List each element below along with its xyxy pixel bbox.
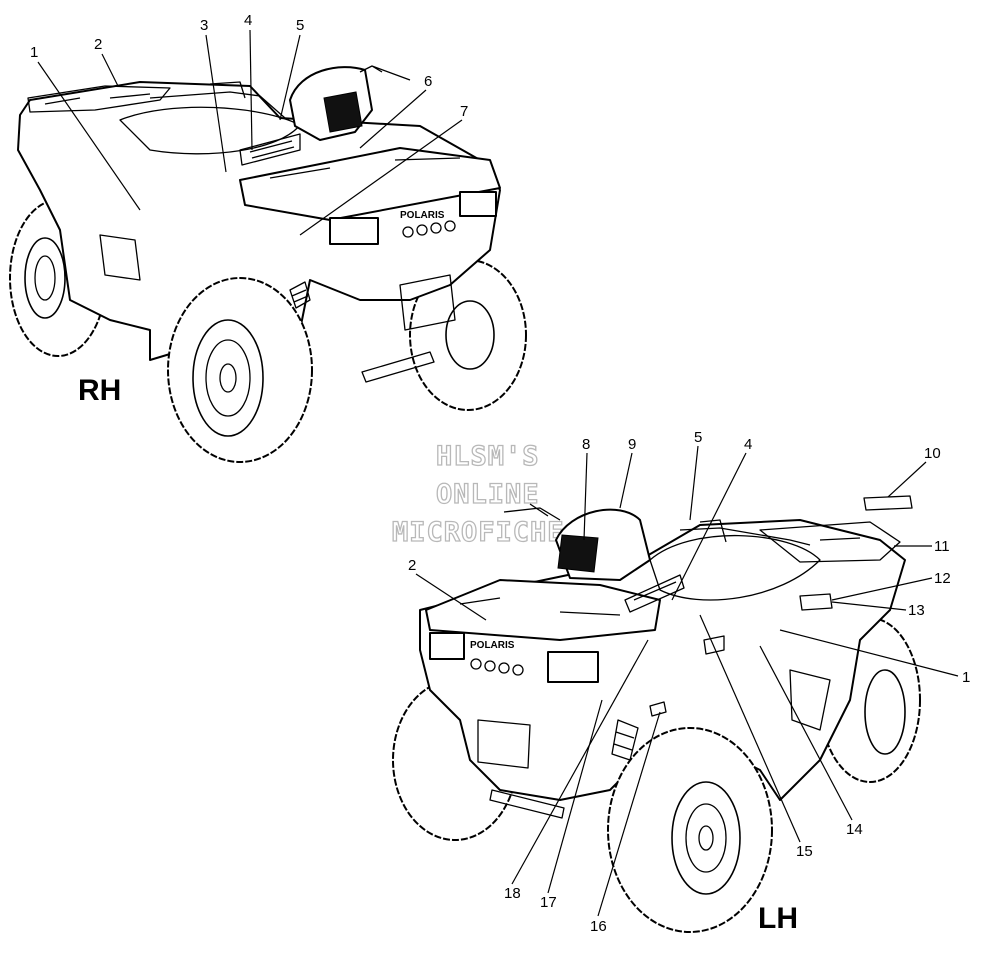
lh-callout-2: 2 [408, 557, 416, 574]
rh-view-label: RH [78, 374, 121, 407]
rh-callout-1: 1 [30, 44, 38, 61]
rh-brand-text: POLARIS [400, 210, 445, 221]
lh-vent [624, 574, 685, 613]
rh-callouts: 1 2 3 4 5 6 7 [30, 12, 468, 236]
rh-rear-right-wheel [409, 259, 527, 411]
lh-callout-9: 9 [628, 436, 636, 453]
lh-axle [489, 789, 565, 819]
lh-callout-8: 8 [582, 436, 590, 453]
lh-callout-4: 4 [744, 436, 752, 453]
watermark-line-3: MICROFICHE [392, 517, 565, 548]
rh-rear-bumper [399, 274, 456, 331]
watermark-line-2: ONLINE [436, 479, 540, 510]
lh-callout-14: 14 [846, 821, 863, 838]
rh-vent [239, 133, 301, 166]
atv-lh-illustration: POLARIS [392, 495, 921, 933]
rh-rear-rack [239, 147, 501, 221]
rh-callout-5: 5 [296, 17, 304, 34]
lh-callout-13: 13 [908, 602, 925, 619]
rh-headlight-lens [323, 91, 363, 133]
lh-callouts: 8 9 5 4 10 11 12 13 2 1 14 15 16 17 18 [408, 429, 970, 935]
atv-rh-illustration: POLARIS [9, 65, 527, 463]
rh-callout-2: 2 [94, 36, 102, 53]
lh-callout-11: 11 [934, 538, 950, 555]
lh-callout-5: 5 [694, 429, 702, 446]
rh-axle [361, 351, 435, 383]
lh-callout-1: 1 [962, 669, 970, 686]
watermark-line-1: HLSM'S [436, 441, 540, 472]
rh-tail-light-left [329, 217, 379, 245]
lh-rear-rack [425, 579, 661, 641]
lh-callout-12: 12 [934, 570, 951, 587]
lh-callout-10: 10 [924, 445, 941, 462]
lh-handlebar [679, 519, 811, 546]
lh-front-rack [759, 521, 901, 563]
lh-decal-10-shape [863, 495, 913, 511]
rh-front-rack [27, 85, 171, 113]
lh-decal-13-shape [799, 593, 833, 611]
lh-callout-18: 18 [504, 885, 521, 902]
lh-callout-15: 15 [796, 843, 813, 860]
rh-rear-near-wheel [167, 277, 313, 463]
rh-callout-4: 4 [244, 12, 252, 29]
lh-callout-17: 17 [540, 894, 557, 911]
lh-callout-16: 16 [590, 918, 607, 935]
watermark: HLSM'S ONLINE MICROFICHE [391, 440, 565, 548]
rh-tail-light-right [459, 191, 497, 217]
lh-front-near-wheel [607, 727, 773, 933]
rh-callout-3: 3 [200, 17, 208, 34]
lh-brand-text: POLARIS [470, 640, 515, 651]
rh-shock [289, 281, 311, 309]
lh-view-label: LH [758, 902, 798, 935]
lh-rear-bumper [477, 719, 531, 769]
rh-handlebar [149, 81, 286, 119]
rh-callout-7: 7 [460, 103, 468, 120]
lh-tail-light-right [547, 651, 599, 683]
lh-tail-light-left [429, 632, 465, 660]
lh-headlight-lens [557, 534, 599, 573]
rh-callout-6: 6 [424, 73, 432, 90]
